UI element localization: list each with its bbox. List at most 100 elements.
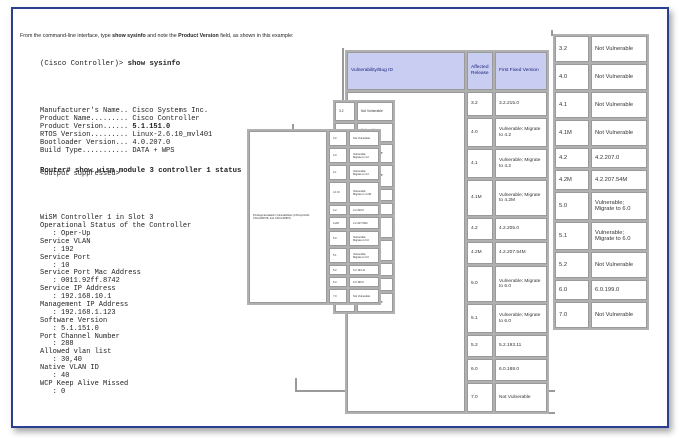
status-line: Native VLAN ID: [40, 364, 99, 373]
first-fixed-cell: Vulnerable; Migrate to 6.0: [349, 248, 379, 263]
status-line: WCP Keep Alive Missed: [40, 379, 129, 388]
affected-release-cell: 5.1: [555, 222, 589, 250]
status-line: Service Port Mac Address: [40, 269, 141, 278]
sysinfo-line: Manufacturer's Name.. Cisco Systems Inc.: [40, 107, 212, 116]
affected-release-cell: 4.2: [555, 148, 589, 168]
sysinfo-lines: Manufacturer's Name.. Cisco Systems Inc.…: [40, 107, 213, 156]
field-label: Product Name.........: [40, 115, 133, 124]
affected-release-cell: 5.1: [467, 304, 493, 333]
affected-release-cell: 5.0: [555, 192, 589, 220]
field-label: Product Version......: [40, 123, 133, 131]
instruction-suffix: field, as shown in this example:: [218, 33, 294, 39]
first-fixed-cell: 4.2.207.54M: [349, 217, 379, 229]
field-value: Cisco Systems Inc.: [132, 107, 209, 116]
wism-output: Router# show wism module 3 controller 1 …: [40, 152, 241, 405]
affected-release-cell: 5.0: [467, 266, 493, 302]
status-line: : 5.1.151.0: [40, 324, 99, 333]
first-fixed-cell: 6.0.196.0: [349, 277, 379, 287]
first-fixed-cell: Vulnerable; Migrate to 6.0: [591, 222, 647, 250]
affected-release-cell: 3.2: [555, 36, 589, 62]
affected-release-cell: 7.0: [329, 289, 347, 303]
sysinfo-line: Product Name......... Cisco Controller: [40, 115, 212, 124]
status-line: Allowed vlan list: [40, 348, 112, 357]
affected-release-cell: 4.2: [467, 218, 493, 240]
status-line: Service VLAN: [40, 237, 91, 246]
status-line: : 40: [40, 372, 70, 381]
first-fixed-cell: 3.2.215.0: [495, 92, 547, 116]
instruction-prefix: From the command-line interface, type: [20, 33, 113, 39]
sysinfo-output: (Cisco Controller)> show sysinfo Manufac…: [40, 45, 212, 187]
first-fixed-cell: Vulnerable; Migrate to 4.2M: [349, 182, 379, 203]
instruction-middle: and note the: [145, 33, 179, 39]
first-fixed-cell: Not Vulnerable: [357, 102, 393, 121]
affected-release-cell: 4.1: [467, 149, 493, 178]
command: show wism module 3 controller 1 status: [75, 166, 242, 175]
first-fixed-cell: 4.2.207.0: [591, 148, 647, 168]
first-fixed-cell: 4.2.205.0: [495, 218, 547, 240]
affected-release-cell: 4.0: [329, 148, 347, 163]
affected-release-cell: 4.2M: [329, 217, 347, 229]
affected-release-cell: 6.0: [555, 280, 589, 300]
wism-command-line: Router# show wism module 3 controller 1 …: [40, 166, 242, 176]
affected-release-cell: 4.1M: [467, 180, 493, 216]
prompt: Router#: [40, 166, 76, 175]
affected-release-cell: 6.0: [467, 359, 493, 381]
first-fixed-cell: Vulnerable; Migrate to 4.2: [349, 165, 379, 180]
sysinfo-line: Bootloader Version... 4.0.207.0: [40, 138, 212, 148]
status-line: : 288: [40, 340, 74, 349]
first-fixed-cell: Vulnerable; Migrate to 4.2: [349, 148, 379, 163]
first-fixed-cell: Vulnerable; Migrate to 4.2: [495, 118, 547, 147]
table-row: Privilege Escalation Vulnerabilities (CS…: [249, 131, 379, 303]
first-fixed-cell: Not Vulnerable: [591, 36, 647, 62]
first-fixed-cell: Not Vulnerable: [495, 383, 547, 412]
spacer: [40, 85, 212, 93]
first-fixed-cell: Not Vulnerable: [349, 131, 379, 146]
field-value: Linux-2.6.10_mvl401: [132, 130, 213, 139]
first-fixed-cell: Not Vulnerable: [591, 302, 647, 328]
vulnerability-table-back: Privilege Escalation Vulnerabilities (CS…: [247, 129, 381, 305]
affected-release-cell: 7.0: [467, 383, 493, 412]
affected-release-cell: 4.1M: [555, 120, 589, 146]
status-line: : 0011.92ff.8742: [40, 277, 120, 286]
affected-release-cell: 4.1: [329, 165, 347, 180]
first-fixed-cell: Not Vulnerable: [349, 289, 379, 303]
instruction-field: Product Version: [178, 33, 219, 39]
field-value: 4.0.207.0: [132, 138, 171, 147]
sysinfo-line: Build Type........... DATA + WPS: [40, 146, 212, 156]
first-fixed-cell: Vulnerable; Migrate to 4.2M: [495, 180, 547, 216]
output-suppressed: <output suppressed>: [40, 170, 120, 179]
first-fixed-cell: 4.2.207.54M: [495, 242, 547, 264]
connector: [292, 124, 294, 130]
first-fixed-cell: Vulnerable; Migrate to 6.0: [591, 192, 647, 220]
status-line: Port Channel Number: [40, 332, 120, 341]
status-line: : 30,40: [40, 356, 83, 365]
first-fixed-cell: 4.2.209.0: [349, 205, 379, 215]
instruction-text: From the command-line interface, type sh…: [20, 33, 294, 39]
field-label: RTOS Version.........: [40, 130, 133, 139]
connector: [295, 378, 297, 390]
field-value: DATA + WPS: [132, 146, 175, 155]
affected-release-cell: 7.0: [555, 302, 589, 328]
first-fixed-cell: 6.0.188.0: [495, 359, 547, 381]
header-bug-id: Vulnerability/Bug ID: [347, 52, 465, 90]
affected-release-cell: 5.1: [329, 248, 347, 263]
status-line: Software Version: [40, 316, 108, 325]
command: show sysinfo: [127, 59, 181, 68]
